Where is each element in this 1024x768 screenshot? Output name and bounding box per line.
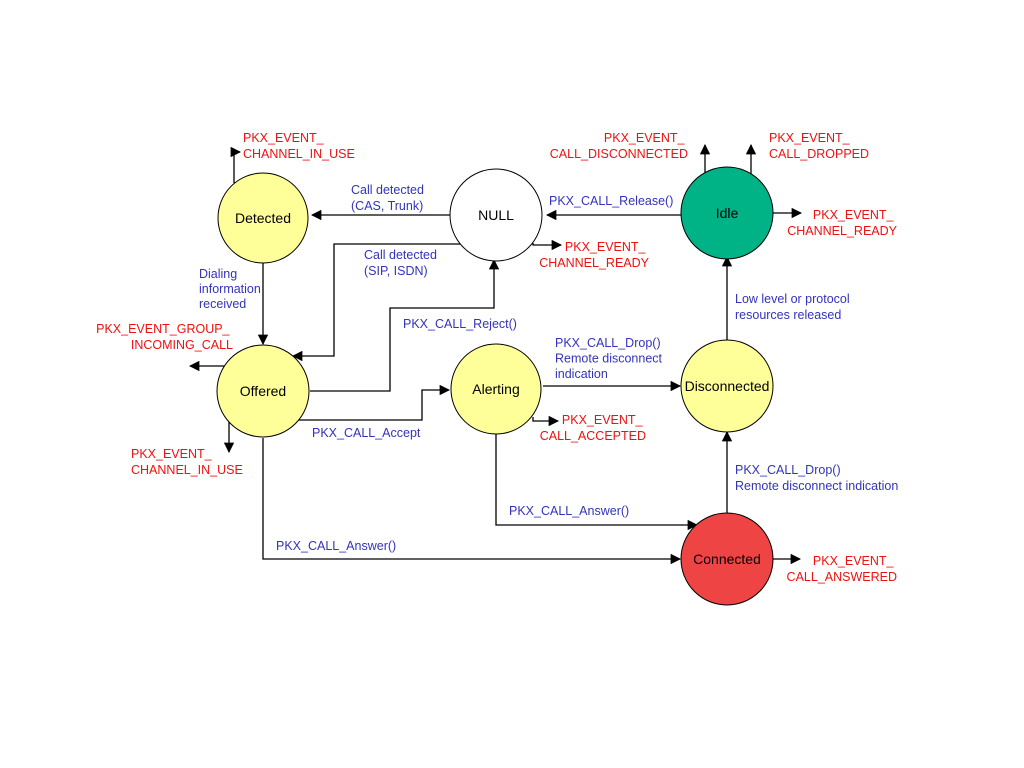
state-connected-label: Connected xyxy=(693,551,761,567)
state-offered-circle xyxy=(216,344,310,438)
state-offered-label: Offered xyxy=(240,383,286,399)
edge-alerting-to-connected xyxy=(495,433,699,531)
transition-label-alerting-to-disconnected: PKX_CALL_Drop() Remote disconnect indica… xyxy=(555,336,666,381)
state-idle-label: Idle xyxy=(716,205,739,221)
state-detected-label: Detected xyxy=(235,210,291,226)
edge-offered-to-alerting xyxy=(293,384,451,421)
edge-null-to-offered xyxy=(291,243,460,362)
event-label-offered-channel-in-use: PKX_EVENT_ CHANNEL_IN_USE xyxy=(131,447,243,477)
transition-label-alerting-to-connected: PKX_CALL_Answer() xyxy=(509,504,629,518)
event-label-offered-group-incoming-call: PKX_EVENT_GROUP_ INCOMING_CALL xyxy=(96,322,233,352)
event-arrows xyxy=(188,143,803,565)
edge-offered-to-connected xyxy=(262,438,682,565)
state-null-circle xyxy=(449,168,543,262)
state-alerting-circle xyxy=(450,343,542,435)
event-label-null-channel-ready: PKX_EVENT_ CHANNEL_READY xyxy=(539,240,649,270)
event-label-connected-call-answered: PKX_EVENT_ CALL_ANSWERED xyxy=(787,554,897,584)
state-alerting: Alerting xyxy=(450,343,542,435)
transition-label-disconnected-to-idle: Low level or protocol resources released xyxy=(735,292,853,322)
event-label-idle-call-disconnected: PKX_EVENT_ CALL_DISCONNECTED xyxy=(550,131,688,161)
transition-edges xyxy=(257,209,733,565)
state-null-label: NULL xyxy=(478,207,514,223)
state-detected-circle xyxy=(217,172,309,264)
event-arrow-null-channel-ready xyxy=(532,239,563,251)
state-idle: Idle xyxy=(680,166,774,260)
state-idle-circle xyxy=(680,166,774,260)
state-disconnected: Disconnected xyxy=(680,339,774,433)
state-connected-circle xyxy=(680,512,774,606)
state-disconnected-label: Disconnected xyxy=(685,378,770,394)
event-label-detected-channel-in-use: PKX_EVENT_ CHANNEL_IN_USE xyxy=(243,131,355,161)
state-null: NULL xyxy=(449,168,543,262)
state-detected: Detected xyxy=(217,172,309,264)
transition-label-null-to-detected: Call detected (CAS, Trunk) xyxy=(351,183,427,213)
transition-label-connected-to-disconnected: PKX_CALL_Drop() Remote disconnect indica… xyxy=(735,463,898,493)
transition-label-offered-to-alerting: PKX_CALL_Accept xyxy=(312,426,421,440)
state-offered: Offered xyxy=(216,344,310,438)
transition-label-null-to-offered: Call detected (SIP, ISDN) xyxy=(364,248,440,278)
event-label-alerting-call-accepted: PKX_EVENT_ CALL_ACCEPTED xyxy=(540,413,646,443)
transition-label-offered-to-null: PKX_CALL_Reject() xyxy=(403,317,517,331)
event-labels: PKX_EVENT_ CHANNEL_IN_USE PKX_EVENT_ CAL… xyxy=(96,131,898,584)
event-label-idle-channel-ready: PKX_EVENT_ CHANNEL_READY xyxy=(787,208,897,238)
event-label-idle-call-dropped: PKX_EVENT_ CALL_DROPPED xyxy=(769,131,869,161)
event-arrow-detected-channel-in-use xyxy=(230,146,242,183)
transition-labels: Call detected (CAS, Trunk) Call detected… xyxy=(199,183,898,553)
edge-offered-to-null xyxy=(310,258,500,392)
state-disconnected-circle xyxy=(680,339,774,433)
transition-label-idle-to-null: PKX_CALL_Release() xyxy=(549,194,673,208)
state-connected: Connected xyxy=(680,512,774,606)
transition-label-detected-to-offered: Dialing information received xyxy=(199,267,264,311)
transition-label-offered-to-connected: PKX_CALL_Answer() xyxy=(276,539,396,553)
state-alerting-label: Alerting xyxy=(472,381,519,397)
event-arrow-alerting-call-accepted xyxy=(532,415,560,427)
